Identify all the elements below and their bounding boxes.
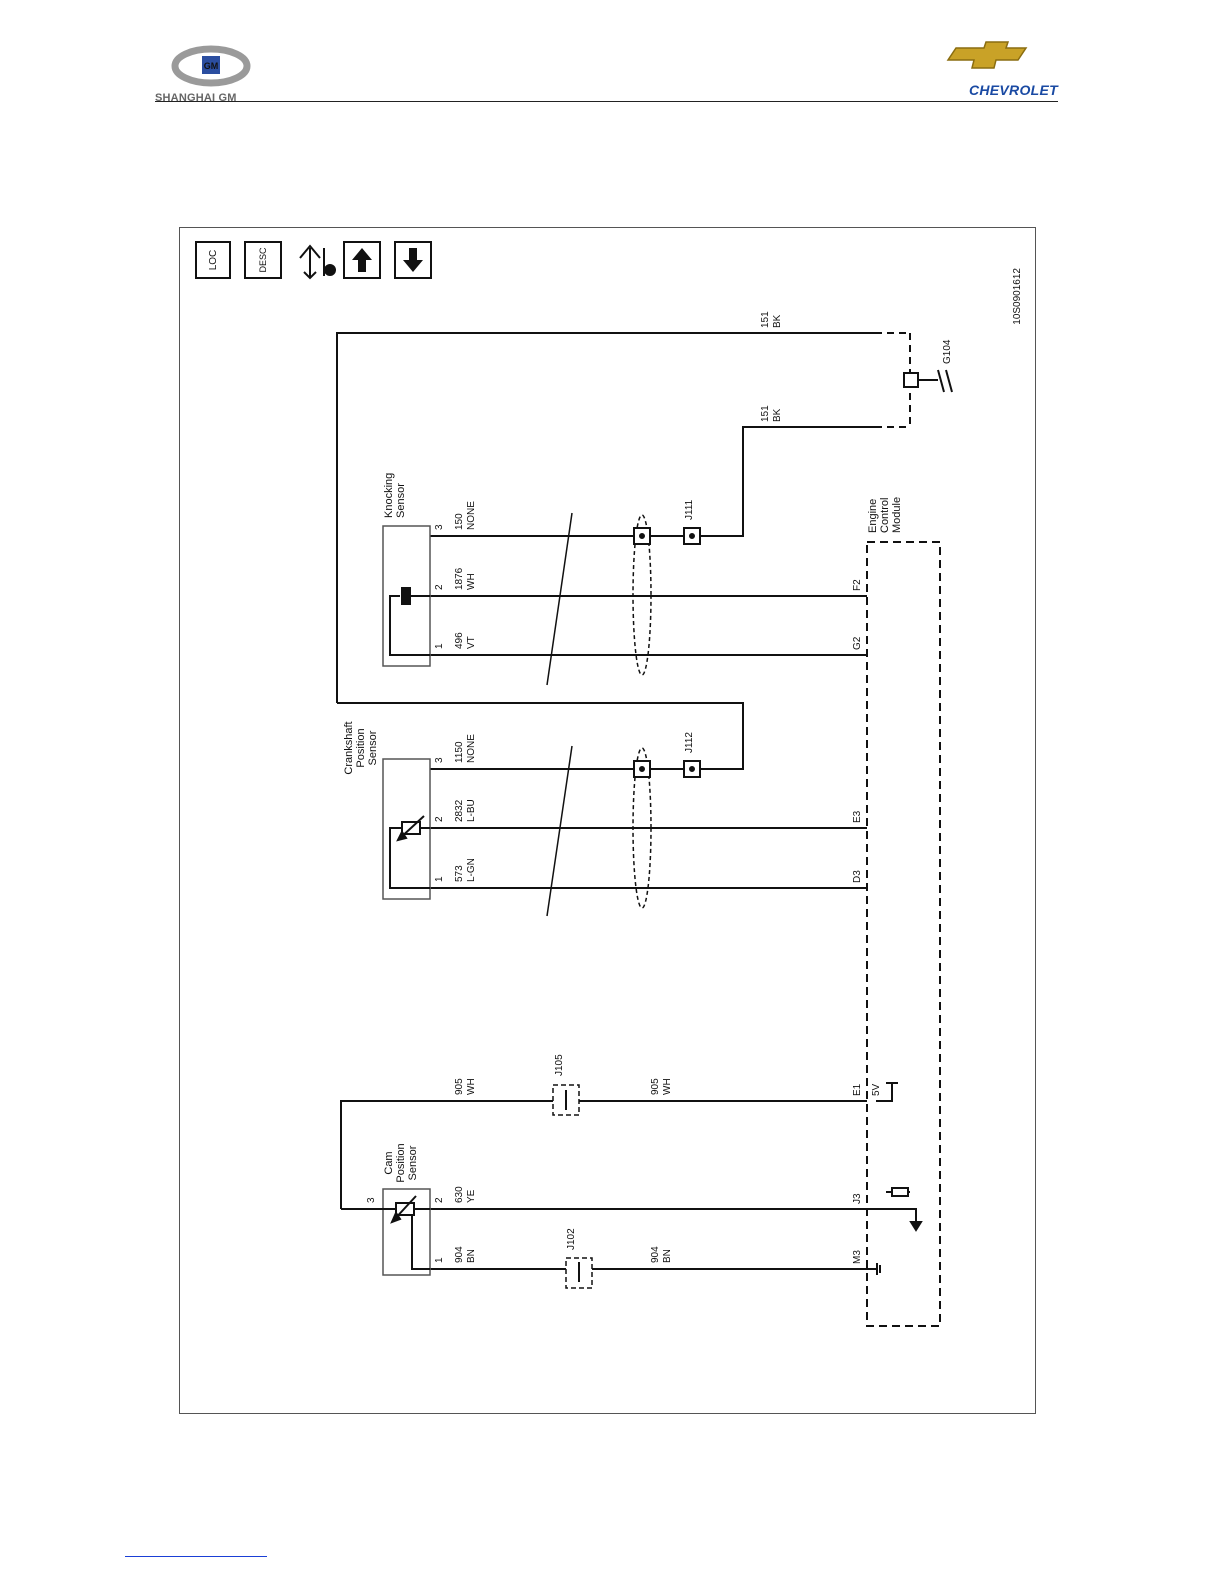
- pin-g2: G2: [852, 636, 863, 650]
- splice-j105: J105: [554, 1054, 565, 1076]
- cam3-color: WH: [466, 1078, 477, 1095]
- knock-sensor-label-2: Sensor: [395, 483, 407, 518]
- pin-5v: 5V: [871, 1083, 882, 1096]
- diagram-id: 10S0901612: [1012, 268, 1023, 325]
- crank-sensor-label-2: Position: [355, 728, 367, 767]
- cks2-pin: 2: [434, 816, 445, 822]
- cks2-circuit: 2832: [454, 799, 465, 822]
- cks1-pin: 1: [434, 876, 445, 882]
- splice-j105-box: [553, 1085, 579, 1115]
- cam3-pin: 3: [366, 1197, 377, 1203]
- cam1-pin: 1: [434, 1257, 445, 1263]
- cam2-pin: 2: [434, 1197, 445, 1203]
- ks2-pin: 2: [434, 584, 445, 590]
- splice-j112: J112: [684, 732, 695, 753]
- label-151b: 151: [760, 405, 771, 422]
- label-151b-color: BK: [772, 408, 783, 422]
- ecm-label-2: Control: [879, 498, 891, 533]
- ks1-pin: 1: [434, 643, 445, 649]
- pin-m3: M3: [852, 1250, 863, 1264]
- cks3-color: NONE: [466, 734, 477, 763]
- cam-sensor-label-2: Position: [395, 1143, 407, 1182]
- cam-sensor: [341, 1189, 430, 1275]
- crank-sensor-label-1: Crankshaft: [343, 721, 355, 774]
- header-divider: [155, 101, 1058, 102]
- splice-j102-box: [566, 1258, 592, 1288]
- cam1-circuit: 904: [454, 1246, 465, 1263]
- loc-label: LOC: [208, 250, 219, 271]
- desc-label: DESC: [258, 247, 268, 273]
- ks3-circuit: 150: [454, 513, 465, 530]
- cam1b-color: BN: [662, 1249, 673, 1263]
- cam3b-circuit: 905: [650, 1078, 661, 1095]
- cam3-circuit: 905: [454, 1078, 465, 1095]
- cks1-circuit: 573: [454, 865, 465, 882]
- cks1-color: L-GN: [466, 858, 477, 882]
- ecm-label-3: Module: [891, 497, 903, 533]
- crankshaft-sensor: [383, 759, 430, 899]
- splice-j111: J111: [684, 499, 695, 520]
- pin-e1: E1: [852, 1083, 863, 1096]
- ground-g104: [904, 370, 952, 392]
- ecm-label-1: Engine: [867, 499, 879, 533]
- label-151a-color: BK: [772, 314, 783, 328]
- knock-sensor: [383, 526, 430, 666]
- footer-link-rule: [125, 1556, 267, 1557]
- wiring-diagram-frame: LOC DESC 10S0901612: [179, 227, 1036, 1414]
- page-header: GM SHANGHAI GM CHEVROLET: [155, 38, 1058, 102]
- ks1-circuit: 496: [454, 632, 465, 649]
- arrow-up-icon: [352, 248, 372, 272]
- ground-label: G104: [942, 339, 953, 364]
- ks1-color: VT: [466, 636, 477, 649]
- svg-text:GM: GM: [204, 61, 219, 71]
- cks2-color: L-BU: [466, 799, 477, 822]
- cam1b-circuit: 904: [650, 1246, 661, 1263]
- engine-control-module: [867, 542, 940, 1326]
- cam1-color: BN: [466, 1249, 477, 1263]
- splice-j102: J102: [566, 1228, 577, 1250]
- pin-e3: E3: [852, 810, 863, 823]
- chevrolet-logo: CHEVROLET: [948, 40, 1058, 100]
- wiring-diagram: LOC DESC 10S0901612: [180, 228, 1035, 1413]
- wire-151-mid: [692, 427, 875, 536]
- arrow-down-icon: [403, 248, 423, 272]
- cam2-circuit: 630: [454, 1186, 465, 1203]
- shanghai-gm-logo: GM SHANGHAI GM: [155, 42, 267, 102]
- crank-sensor-label-3: Sensor: [367, 730, 379, 765]
- cks3-pin: 3: [434, 757, 445, 763]
- ks3-pin: 3: [434, 524, 445, 530]
- cam-sensor-label-3: Sensor: [407, 1145, 419, 1180]
- pin-f2: F2: [852, 579, 863, 591]
- knock-sensor-label-1: Knocking: [383, 473, 395, 518]
- chevrolet-wordmark: CHEVROLET: [969, 82, 1058, 98]
- ks2-color: WH: [466, 573, 477, 590]
- shanghai-gm-wordmark: SHANGHAI GM: [155, 92, 237, 104]
- ks3-color: NONE: [466, 501, 477, 530]
- cam-sensor-label-1: Cam: [383, 1151, 395, 1174]
- pin-d3: D3: [852, 870, 863, 883]
- cam3b-color: WH: [662, 1078, 673, 1095]
- cks3-circuit: 1150: [454, 741, 465, 763]
- cam2-color: YE: [466, 1189, 477, 1203]
- label-151a: 151: [760, 311, 771, 328]
- ks2-circuit: 1876: [454, 567, 465, 590]
- pin-j3: J3: [852, 1193, 863, 1204]
- hoist-wrench-icon[interactable]: [300, 246, 335, 278]
